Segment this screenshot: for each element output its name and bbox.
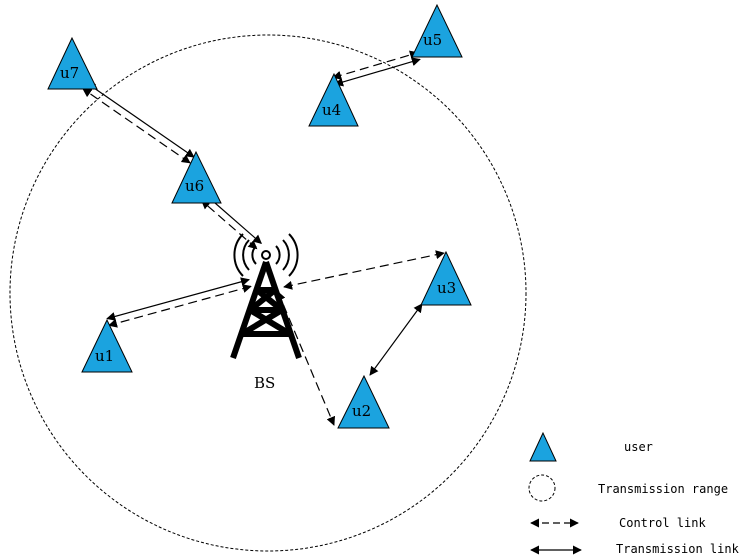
user-triangle-icon <box>420 250 472 306</box>
user-triangle-icon <box>47 36 98 90</box>
transmission-range-circle <box>9 34 527 552</box>
antenna-icon <box>233 233 299 277</box>
user-u6: u6 <box>171 150 222 204</box>
transmission-link-u4-u5 <box>334 57 421 87</box>
transmission-link-u6-u7 <box>86 82 195 158</box>
control-link-bs-u3 <box>283 250 445 290</box>
user-label: u2 <box>352 402 371 420</box>
legend-range: Transmission range <box>528 474 728 502</box>
user-label: u6 <box>185 177 204 195</box>
transmission-link-u2-u3 <box>369 303 423 376</box>
user-label: u7 <box>60 64 79 82</box>
user-label: u5 <box>423 31 442 49</box>
user-u4: u4 <box>308 72 359 127</box>
transmission-link-bs-u1 <box>106 277 250 321</box>
user-triangle-icon <box>529 431 557 462</box>
user-label: u1 <box>95 347 114 365</box>
user-triangle-icon <box>337 374 390 429</box>
legend-range-text: Transmission range <box>598 482 728 496</box>
legend-user: user <box>529 431 653 462</box>
legend-control: Control link <box>530 516 706 530</box>
user-u2: u2 <box>337 374 390 429</box>
user-u1: u1 <box>81 318 133 373</box>
user-label: u3 <box>437 279 456 297</box>
control-link-bs-u2 <box>276 291 336 426</box>
legend-transmission-text: Transmission link <box>616 542 740 556</box>
legend-transmission: Transmission link <box>530 542 740 556</box>
user-u3: u3 <box>420 250 472 306</box>
user-triangle-icon <box>308 72 359 127</box>
tower-icon <box>230 261 302 359</box>
control-link-u6-u7 <box>82 88 191 164</box>
user-triangle-icon <box>81 318 133 373</box>
bs-label: BS <box>254 374 275 392</box>
user-triangle-icon <box>411 3 463 58</box>
user-label: u4 <box>322 101 341 119</box>
user-u7: u7 <box>47 36 98 90</box>
control-link-bs-u1 <box>108 284 252 328</box>
control-link-u4-u5 <box>332 50 419 80</box>
range-circle-icon <box>528 474 556 502</box>
legend-control-text: Control link <box>619 516 706 530</box>
links-layer <box>82 50 445 426</box>
legend: user Transmission range Control link Tra… <box>528 431 740 556</box>
user-u5: u5 <box>411 3 463 58</box>
user-triangle-icon <box>171 150 222 204</box>
base-station: BS <box>230 233 302 392</box>
legend-user-text: user <box>624 440 653 454</box>
